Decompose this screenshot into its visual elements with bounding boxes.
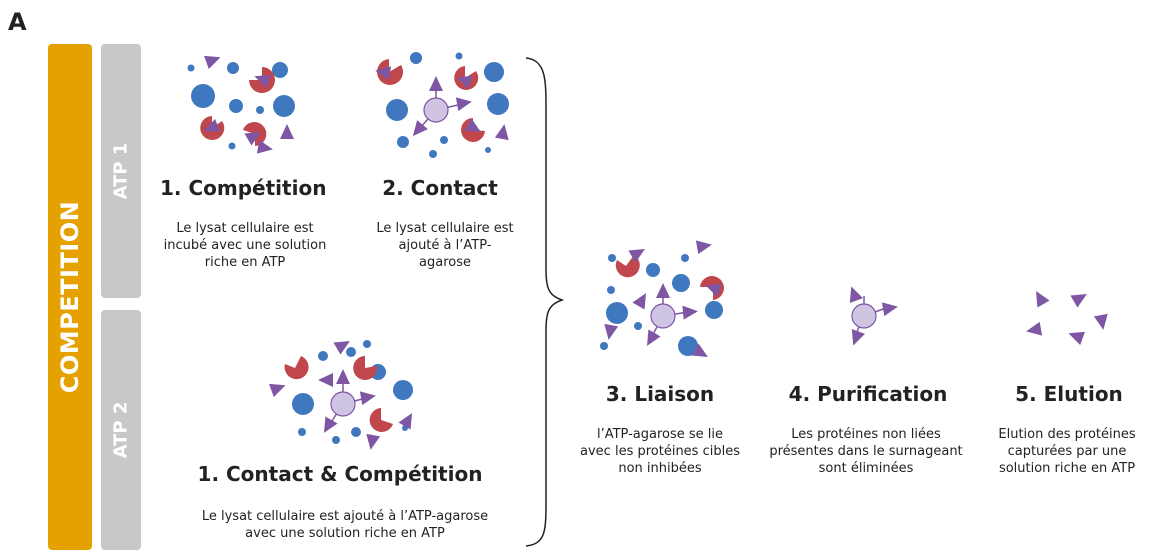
- scene-elution: [1024, 287, 1111, 345]
- scene-contact-competition: [269, 334, 419, 452]
- atp2-bar: ATP 2: [101, 310, 141, 550]
- step-binding-desc: l’ATP-agarose se lie avec les protéines …: [580, 427, 740, 476]
- step-binding-title: 3. Liaison: [605, 382, 715, 406]
- step-purification-title: 4. Purification: [788, 382, 948, 406]
- scene-competition: [187, 50, 295, 157]
- step-elution-title: 5. Elution: [1015, 382, 1123, 406]
- step-elution-desc: Elution des protéines capturées par une …: [998, 427, 1136, 476]
- step-contact-title: 2. Contact: [382, 176, 498, 200]
- step-contact-competition-desc: Le lysat cellulaire est ajouté à l’ATP-a…: [201, 509, 489, 541]
- competition-bar: COMPETITION: [48, 44, 92, 550]
- step-contact-competition-title: 1. Contact & Compétition: [197, 462, 483, 486]
- step-competition-title: 1. Compétition: [160, 176, 327, 200]
- step-purification-desc: Les protéines non liées présentes dans l…: [769, 427, 963, 476]
- panel-label: A: [8, 8, 27, 36]
- scene-contact: [373, 52, 512, 158]
- scene-binding: [600, 237, 724, 364]
- atp-triangle-icon: [204, 50, 223, 69]
- grouping-brace: [525, 57, 565, 547]
- atp1-bar: ATP 1: [101, 44, 141, 298]
- scene-purification: [844, 284, 900, 348]
- agarose-bead-icon: [423, 97, 449, 123]
- step-competition-desc: Le lysat cellulaire est incubé avec une …: [163, 221, 327, 270]
- step-contact-desc: Le lysat cellulaire est ajouté à l’ATP-a…: [376, 221, 514, 270]
